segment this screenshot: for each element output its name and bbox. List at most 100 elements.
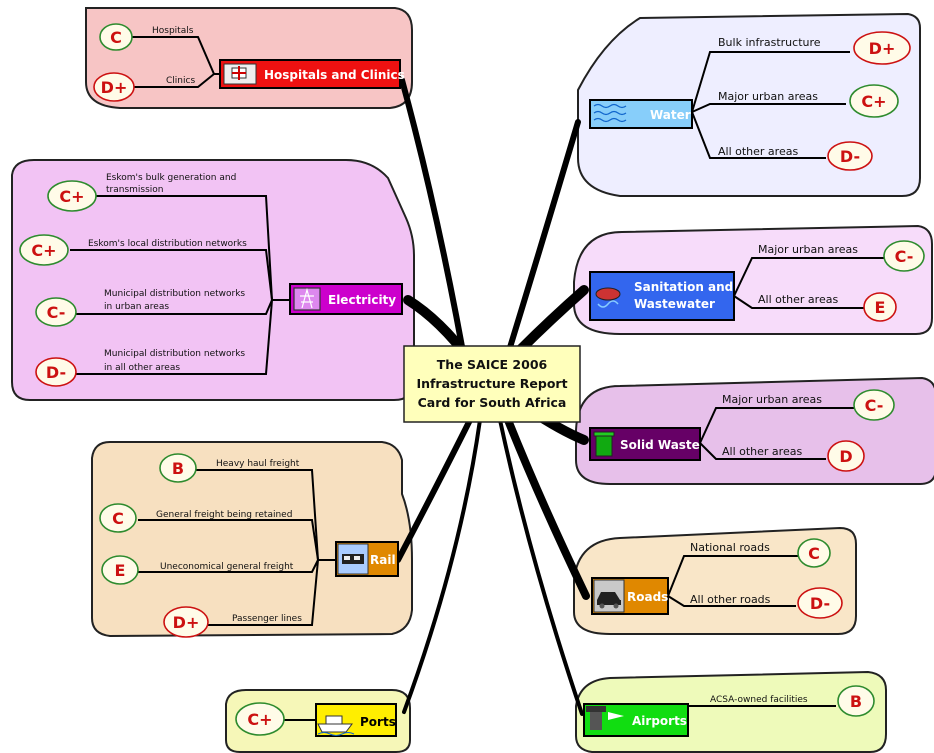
rail-region [91, 441, 413, 638]
solid-waste-item-1-label: Major urban areas [722, 393, 822, 406]
electricity-item-4-label: Municipal distribution networks [104, 349, 245, 359]
ship-icon [317, 715, 355, 736]
category-water: Water Bulk infrastructure Major urban ar… [589, 31, 911, 171]
grade-badge: C+ [19, 234, 69, 266]
water-item-3-label: All other areas [718, 145, 798, 158]
electricity-item-1-label2: transmission [106, 185, 164, 195]
ports-title: Ports [360, 715, 396, 729]
solid-waste-title: Solid Waste [620, 438, 700, 452]
svg-text:D+: D+ [869, 39, 896, 58]
grade-badge: C- [883, 240, 925, 272]
sanitation-item-2-label: All other areas [758, 293, 838, 306]
grade-badge: B [837, 685, 875, 717]
grade-badge: B [159, 453, 197, 483]
sanitation-title-line2: Wastewater [634, 297, 715, 311]
grade-badge: C [99, 503, 137, 533]
hospital-icon [223, 63, 257, 85]
bin-icon [593, 431, 615, 457]
category-roads: Roads National roads All other roads C D… [591, 538, 843, 619]
roads-title: Roads [627, 590, 668, 604]
grade-badge: C [797, 538, 831, 568]
airports-title: Airports [632, 714, 687, 728]
category-airports: Airports ACSA-owned facilities B [583, 685, 875, 737]
water-item-1-label: Bulk infrastructure [718, 36, 821, 49]
hospitals-item-2-label: Clinics [166, 76, 195, 86]
spokes [395, 77, 590, 716]
svg-text:B: B [850, 692, 862, 711]
svg-text:E: E [115, 561, 126, 580]
category-ports: Ports C+ [235, 702, 397, 737]
grade-badge: E [863, 292, 897, 322]
svg-text:C+: C+ [31, 241, 56, 260]
grade-badge: C+ [235, 702, 285, 736]
branch-lines [70, 36, 886, 721]
electricity-item-4-label2: in all other areas [104, 363, 180, 373]
rail-item-1-label: Heavy haul freight [216, 459, 300, 469]
region-backgrounds [11, 7, 934, 753]
category-hospitals: Hospitals and Clinics Hospitals Clinics … [93, 23, 405, 102]
grade-badge: C+ [849, 84, 899, 118]
grade-badge: D [827, 440, 865, 472]
water-title: Water [650, 108, 691, 122]
grade-badge: C+ [47, 180, 97, 212]
airport-icon [586, 706, 624, 730]
hospitals-item-1-label: Hospitals [152, 26, 194, 36]
grade-badge: D- [35, 357, 77, 387]
rail-title: Rail [370, 553, 396, 567]
category-electricity: Electricity Eskom's bulk generation and … [19, 173, 403, 387]
svg-text:D+: D+ [101, 78, 128, 97]
svg-text:D+: D+ [173, 613, 200, 632]
electricity-region [11, 159, 415, 401]
electricity-item-3-label2: in urban areas [104, 302, 169, 312]
train-icon [337, 543, 369, 575]
grade-badge: C [99, 23, 133, 51]
svg-text:D-: D- [810, 594, 830, 613]
hospitals-title: Hospitals and Clinics [264, 68, 405, 82]
grade-badge: D+ [93, 72, 135, 102]
rail-item-2-label: General freight being retained [156, 510, 292, 520]
rail-item-3-label: Uneconomical general freight [160, 562, 294, 572]
center-title-line3: Card for South Africa [418, 395, 567, 410]
grade-badge: C- [853, 389, 895, 421]
sanitation-title-line1: Sanitation and [634, 280, 733, 294]
grade-badge: C- [35, 297, 77, 327]
center-card: The SAICE 2006 Infrastructure Report Car… [403, 345, 581, 423]
svg-text:C-: C- [895, 247, 914, 266]
grade-badge: D+ [163, 606, 209, 638]
category-rail: Rail Heavy haul freight General freight … [99, 453, 399, 638]
center-title-line2: Infrastructure Report [416, 376, 567, 391]
electricity-item-1-label: Eskom's bulk generation and [106, 173, 236, 183]
svg-text:C: C [808, 544, 820, 563]
sanitation-icon [595, 287, 621, 308]
electricity-item-2-label: Eskom's local distribution networks [88, 239, 247, 249]
svg-text:C+: C+ [59, 187, 84, 206]
sanitation-item-1-label: Major urban areas [758, 243, 858, 256]
svg-text:C+: C+ [247, 710, 272, 729]
category-sanitation: Sanitation and Wastewater Major urban ar… [589, 240, 925, 322]
svg-text:B: B [172, 459, 184, 478]
grade-badge: D- [827, 141, 873, 171]
airports-item-1-label: ACSA-owned facilities [710, 695, 808, 705]
category-solid-waste: Solid Waste Major urban areas All other … [589, 389, 895, 472]
electricity-item-3-label: Municipal distribution networks [104, 289, 245, 299]
hospitals-region [85, 7, 413, 109]
svg-text:D-: D- [840, 147, 860, 166]
svg-text:C: C [112, 509, 124, 528]
water-item-2-label: Major urban areas [718, 90, 818, 103]
car-icon [593, 579, 625, 613]
svg-text:C-: C- [47, 303, 66, 322]
svg-text:E: E [875, 298, 886, 317]
electricity-title: Electricity [328, 293, 396, 307]
rail-item-4-label: Passenger lines [232, 614, 302, 624]
grade-badge: D+ [853, 31, 911, 65]
svg-text:C: C [110, 28, 122, 47]
svg-text:D-: D- [46, 363, 66, 382]
pylon-icon [293, 287, 321, 311]
grade-badge: D- [797, 587, 843, 619]
water-icon [593, 103, 627, 123]
svg-text:C-: C- [865, 396, 884, 415]
roads-item-2-label: All other roads [690, 593, 771, 606]
svg-text:C+: C+ [861, 92, 886, 111]
solid-waste-item-2-label: All other areas [722, 445, 802, 458]
